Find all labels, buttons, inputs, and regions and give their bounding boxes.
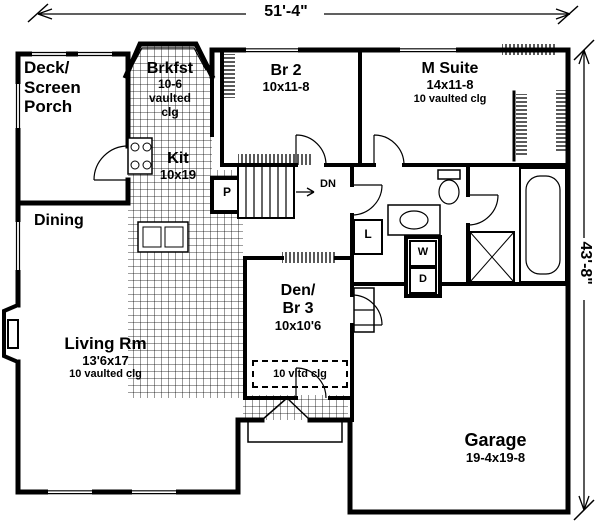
kit-name: Kit <box>167 150 189 167</box>
marker-pantry: P <box>222 185 231 199</box>
msuite-size: 14x11-8 <box>426 77 474 93</box>
marker-washer: W <box>417 246 429 258</box>
msuite-name: M Suite <box>421 60 479 77</box>
stairs <box>237 165 315 219</box>
living-size: 13'6x17 <box>82 352 129 368</box>
window-tick-marks <box>224 44 568 263</box>
deck-line2: Screen <box>24 77 81 97</box>
kitchen-fixtures <box>127 137 189 253</box>
entry-and-garage <box>247 287 375 443</box>
sink-bowl-icon <box>164 226 184 248</box>
room-label-brkfst: Brkfst 10-6 vaulted clg <box>130 60 210 120</box>
porch-outline <box>247 420 343 443</box>
shower-icon <box>469 231 515 283</box>
dimension-lines <box>27 3 595 521</box>
den-ceiling-note: 10 vltd clg <box>252 360 348 388</box>
tub-icon <box>519 167 567 283</box>
door-swings <box>93 134 499 399</box>
sink-icon <box>399 210 429 230</box>
room-label-garage: Garage 19-4x19-8 <box>418 430 573 466</box>
living-note: 10 vaulted clg <box>69 368 142 381</box>
brkfst-note1: vaulted <box>148 91 191 106</box>
deck-line3: Porch <box>24 97 73 117</box>
bath-fixtures <box>353 167 567 294</box>
tile-floor <box>126 44 348 420</box>
marker-stairs-down: DN <box>320 178 336 190</box>
room-label-dining: Dining <box>34 212 84 229</box>
toilet-tank-icon <box>437 169 461 180</box>
dimension-width-label: 51'-4" <box>264 3 308 20</box>
brkfst-note2: clg <box>161 104 179 119</box>
room-label-kit: Kit 10x19 <box>146 150 210 183</box>
dryer-box <box>409 267 437 294</box>
brkfst-name: Brkfst <box>146 60 194 77</box>
garage-name: Garage <box>464 430 527 450</box>
washer-box <box>409 240 437 267</box>
room-label-msuite: M Suite 14x11-8 10 vaulted clg <box>386 60 514 106</box>
linen-closet <box>353 219 383 255</box>
toilet-bowl-icon <box>438 179 460 205</box>
br2-name: Br 2 <box>270 62 302 79</box>
windows <box>15 47 456 496</box>
stairs-down-arrow <box>296 187 315 197</box>
entry-doors-icon <box>261 397 311 421</box>
msuite-note: 10 vaulted clg <box>413 93 487 106</box>
fireplace <box>1 303 19 364</box>
den-line1: Den/ <box>280 282 316 299</box>
dimension-height-label: 43'-8" <box>577 241 595 285</box>
room-label-deck: Deck/ Screen Porch <box>24 58 81 117</box>
room-label-living: Living Rm 13'6x17 10 vaulted clg <box>28 334 183 381</box>
kit-size: 10x19 <box>159 167 197 183</box>
den-line2: Br 3 <box>282 300 314 318</box>
living-name: Living Rm <box>64 334 147 353</box>
marker-dryer: D <box>419 273 427 285</box>
br2-size: 10x11-8 <box>262 79 310 95</box>
den-size: 10x10'6 <box>274 317 322 333</box>
sink-bowl-icon <box>142 226 162 248</box>
room-label-br2: Br 2 10x11-8 <box>238 62 334 95</box>
deck-line1: Deck/ <box>24 58 70 77</box>
marker-linen: L <box>364 227 372 241</box>
brkfst-size: 10-6 <box>157 77 183 92</box>
room-label-den: Den/ Br 3 10x10'6 <box>256 282 340 334</box>
garage-size: 19-4x19-8 <box>465 449 526 465</box>
